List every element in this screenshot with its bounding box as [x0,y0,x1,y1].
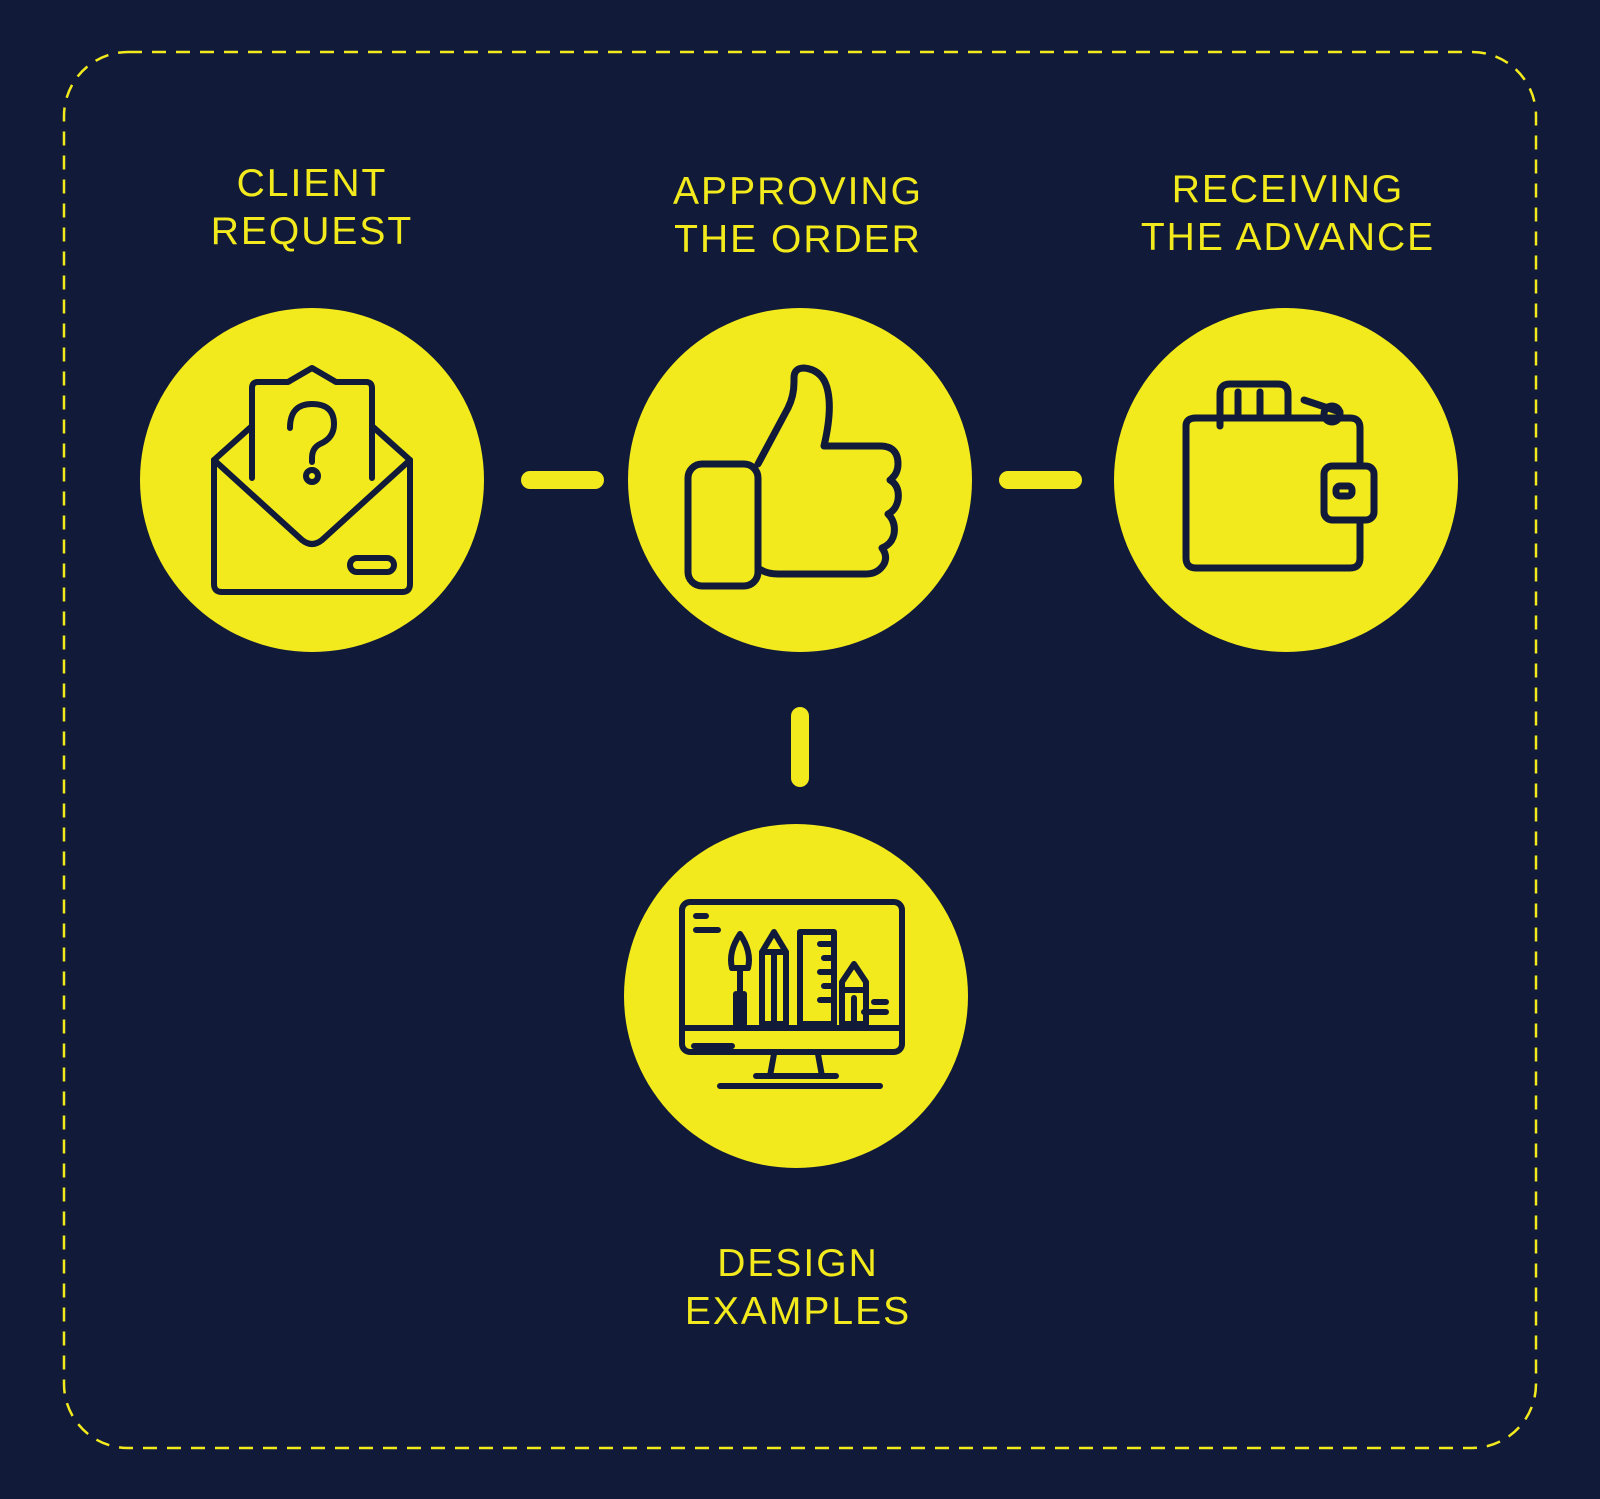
dashed-border [62,50,1538,1450]
label-receiving-advance: RECEIVING THE ADVANCE [1078,166,1498,262]
step-design-examples [624,824,968,1168]
label-line: DESIGN [717,1242,879,1285]
step-receiving-advance [1114,308,1458,652]
step-approving-order [628,308,972,652]
label-line: REQUEST [210,210,414,253]
label-line: CLIENT [236,162,388,205]
label-line: THE ORDER [674,218,922,261]
step-client-request [140,308,484,652]
label-design-examples: DESIGN EXAMPLES [588,1240,1008,1336]
monitor-design-tools-icon [624,824,968,1168]
label-line: THE ADVANCE [1140,216,1436,259]
label-client-request: CLIENT REQUEST [102,160,522,256]
label-line: APPROVING [673,170,923,213]
label-line: RECEIVING [1171,168,1405,211]
label-line: EXAMPLES [684,1290,912,1333]
thumbs-up-icon [628,308,972,652]
envelope-question-icon [140,308,484,652]
label-approving-order: APPROVING THE ORDER [588,168,1008,264]
wallet-icon [1114,308,1458,652]
